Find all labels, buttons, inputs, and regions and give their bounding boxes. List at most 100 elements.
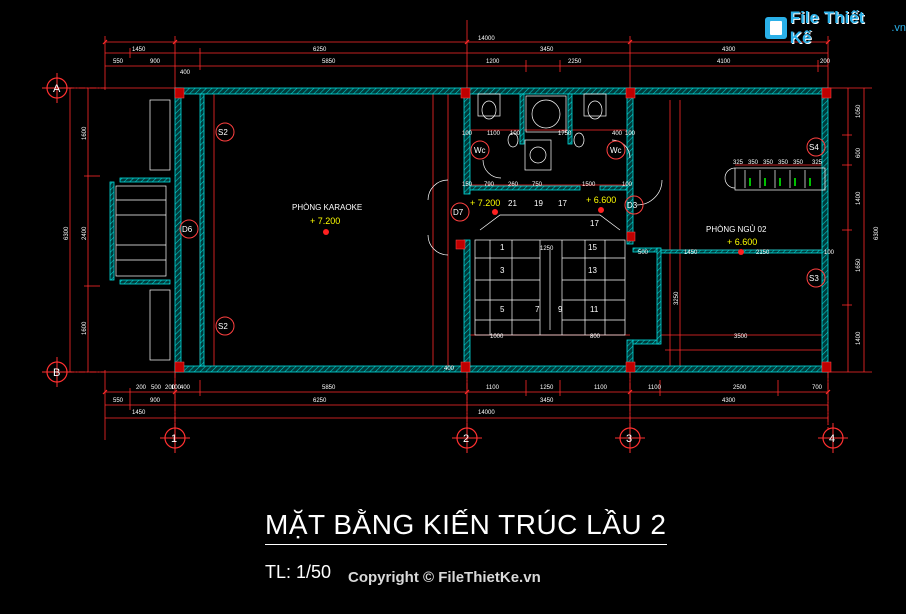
dim-bottom-total: 14000 — [478, 410, 495, 416]
dim-misc: 1250 — [540, 246, 554, 252]
drawing-scale: TL: 1/50 — [265, 562, 332, 582]
grid-label-3: 3 — [626, 433, 632, 445]
stair-number: 17 — [558, 199, 567, 208]
dim-right-4: 1650 — [856, 258, 862, 272]
tag-s3: S3 — [809, 274, 819, 283]
dim-bottom-sub: 700 — [812, 385, 823, 391]
dim-wc: 100 — [510, 131, 521, 137]
dim-wc: 1100 — [487, 131, 501, 137]
grid-bubble-crosshairs — [42, 73, 848, 453]
dim-misc: 100 — [824, 250, 835, 256]
dim-misc: 350 — [778, 160, 789, 166]
dim-top-sub: 4100 — [717, 59, 731, 65]
dim-bottom-small: 200 — [165, 385, 176, 391]
tag-s2-top: S2 — [218, 128, 228, 137]
copyright-notice: Copyright © FileThietKe.vn — [348, 569, 541, 586]
dim-bottom-sub: 1100 — [486, 385, 500, 391]
grid-bubbles — [46, 77, 844, 449]
dim-bottom-sub: 1100 — [648, 385, 662, 391]
stair-number: 9 — [558, 305, 563, 314]
dim-top-4: 4300 — [722, 47, 736, 53]
tag-d7: D7 — [453, 208, 464, 217]
grid-label-2: 2 — [463, 433, 469, 445]
dim-wc: 150 — [462, 182, 473, 188]
dim-misc: 2150 — [756, 250, 770, 256]
stair-number: 5 — [500, 305, 505, 314]
dim-misc: 800 — [590, 334, 601, 340]
dim-left-total: 6300 — [64, 226, 70, 240]
dim-wc: 260 — [508, 182, 519, 188]
structural-columns — [174, 87, 832, 373]
elevation-stair: + 6.600 — [586, 195, 616, 205]
stair-number: 15 — [588, 243, 597, 252]
dim-top-1: 1450 — [132, 47, 146, 53]
dim-misc: 3250 — [674, 291, 680, 305]
dim-right-1: 1050 — [856, 104, 862, 118]
dim-bottom-sub: 5850 — [322, 385, 336, 391]
dim-right-3: 1400 — [856, 191, 862, 205]
dim-bottom-2: 6250 — [313, 398, 327, 404]
dim-misc: 500 — [638, 250, 649, 256]
tag-s2-bottom: S2 — [218, 322, 228, 331]
dim-bottom-small: 400 — [180, 385, 191, 391]
dim-wc: 400 — [612, 131, 623, 137]
tag-s4: S4 — [809, 143, 819, 152]
stair-number: 3 — [500, 266, 505, 275]
dim-bottom-small: 400 — [444, 366, 455, 372]
stair-number: 13 — [588, 266, 597, 275]
tag-circles — [179, 122, 826, 336]
dim-bottom-small: 200 — [136, 385, 147, 391]
watermark-domain: .vn — [891, 22, 906, 34]
grid-label-1: 1 — [171, 433, 177, 445]
wc-markers — [470, 140, 626, 160]
dim-misc: 325 — [812, 160, 823, 166]
room-label-karaoke: PHÒNG KARAOKE — [292, 203, 362, 212]
dim-wc: 790 — [484, 182, 495, 188]
stair-number: 11 — [590, 305, 599, 314]
grid-label-4: 4 — [829, 433, 835, 445]
room-label-bedroom: PHÒNG NGỦ 02 — [706, 225, 767, 234]
dim-bottom-sub: 2500 — [733, 385, 747, 391]
drawing-title: MẶT BẰNG KIẾN TRÚC LẦU 2 — [265, 508, 667, 545]
dim-top-total: 14000 — [478, 36, 495, 42]
dim-wc: 100 — [625, 131, 636, 137]
dim-misc: 1450 — [684, 250, 698, 256]
staircase — [474, 214, 626, 336]
dim-top-sub: 200 — [820, 59, 831, 65]
stair-number: 17 — [590, 219, 599, 228]
bathroom-fixtures — [115, 93, 826, 361]
stair-number: 21 — [508, 199, 517, 208]
grid-label-a: A — [53, 83, 61, 95]
dim-top-sub: 1200 — [486, 59, 500, 65]
dim-bottom-3: 3450 — [540, 398, 554, 404]
elevation-hall: + 7.200 — [470, 198, 500, 208]
dim-misc: 3500 — [734, 334, 748, 340]
grid-label-b: B — [53, 367, 60, 379]
dim-top-2: 6250 — [313, 47, 327, 53]
stair-number: 19 — [534, 199, 543, 208]
dim-top-sub: 5850 — [322, 59, 336, 65]
dimension-ticks — [102, 39, 831, 395]
dim-wc: 1500 — [582, 182, 596, 188]
dim-bottom-small: 500 — [151, 385, 162, 391]
dim-misc: 325 — [733, 160, 744, 166]
dim-wc: 100 — [622, 182, 633, 188]
dim-right-5: 1400 — [856, 331, 862, 345]
dim-top-3: 3450 — [540, 47, 554, 53]
dim-top-sub: 400 — [180, 70, 191, 76]
dim-misc: 1000 — [490, 334, 504, 340]
wc-label-left: Wc — [474, 146, 486, 155]
dim-bottom-4: 4300 — [722, 398, 736, 404]
dim-misc: 350 — [793, 160, 804, 166]
dim-wc: 1750 — [558, 131, 572, 137]
dim-bottom-sub: 1250 — [540, 385, 554, 391]
dim-misc: 350 — [763, 160, 774, 166]
wardrobe-hangers — [749, 178, 811, 186]
watermark-logo: File Thiết Kế .vn — [765, 8, 906, 47]
dim-bottom-1: 1450 — [132, 410, 146, 416]
tag-d6: D6 — [182, 225, 193, 234]
tag-d3: D3 — [627, 201, 638, 210]
dim-wc: 750 — [532, 182, 543, 188]
elevation-markers — [323, 207, 744, 255]
